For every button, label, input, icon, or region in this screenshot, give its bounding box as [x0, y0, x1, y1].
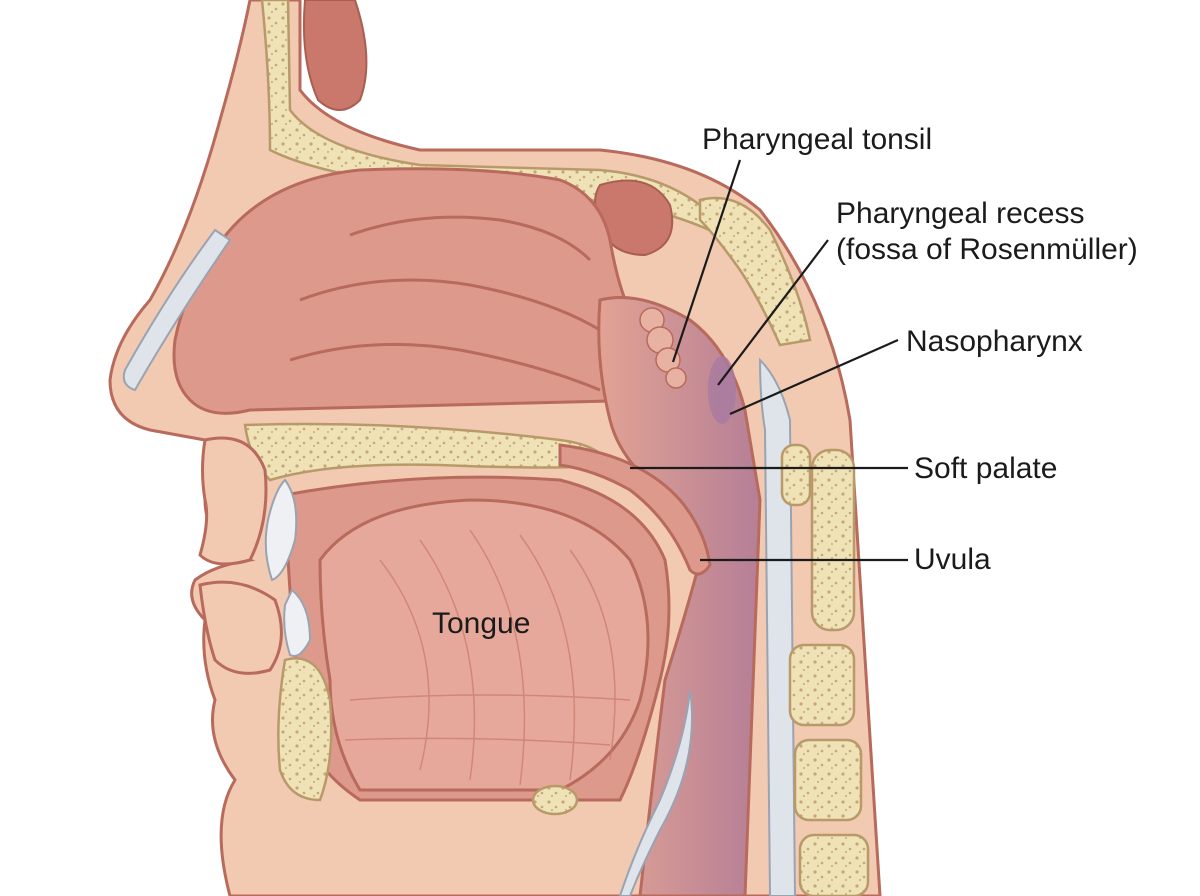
tongue-shape: [318, 498, 650, 792]
frontal-sinus: [302, 0, 368, 111]
leader-pharyngeal-tonsil: [671, 159, 742, 363]
epiglottis: [618, 689, 693, 896]
label-soft-palate: Soft palate: [914, 452, 1058, 485]
label-pharyngeal-recess-line2: (fossa of Rosenmüller): [836, 233, 1138, 266]
skull-base: [698, 196, 812, 347]
inferior-concha: [289, 342, 601, 392]
superior-concha: [349, 215, 592, 262]
soft-palate-shape: [558, 443, 712, 576]
label-pharyngeal-recess: Pharyngeal recess (fossa of Rosenmüller): [836, 196, 1138, 268]
label-nasopharynx: Nasopharynx: [906, 325, 1083, 358]
cervical-vertebrae: [780, 443, 870, 896]
lower-lip: [198, 580, 283, 675]
leader-pharyngeal-recess: [717, 239, 829, 386]
lower-incisor: [283, 588, 312, 657]
leader-nasopharynx: [729, 338, 899, 416]
upper-incisor: [264, 478, 298, 582]
label-uvula: Uvula: [914, 543, 991, 576]
upper-lip: [198, 436, 268, 566]
hyoid-bone: [531, 784, 579, 816]
pharyngeal-tonsil-shape: [639, 307, 687, 389]
mandible: [277, 657, 333, 802]
label-pharyngeal-tonsil: Pharyngeal tonsil: [702, 123, 933, 156]
nasopharynx-space: [597, 296, 762, 896]
label-pharyngeal-recess-line1: Pharyngeal recess: [836, 197, 1085, 230]
tongue-muscle-fibers: [344, 529, 631, 786]
middle-concha: [299, 278, 601, 332]
leader-lines: [630, 159, 908, 562]
nasal-cartilage: [122, 228, 232, 392]
label-tongue: Tongue: [432, 607, 531, 640]
pharyngeal-recess-shadow: [708, 356, 736, 424]
